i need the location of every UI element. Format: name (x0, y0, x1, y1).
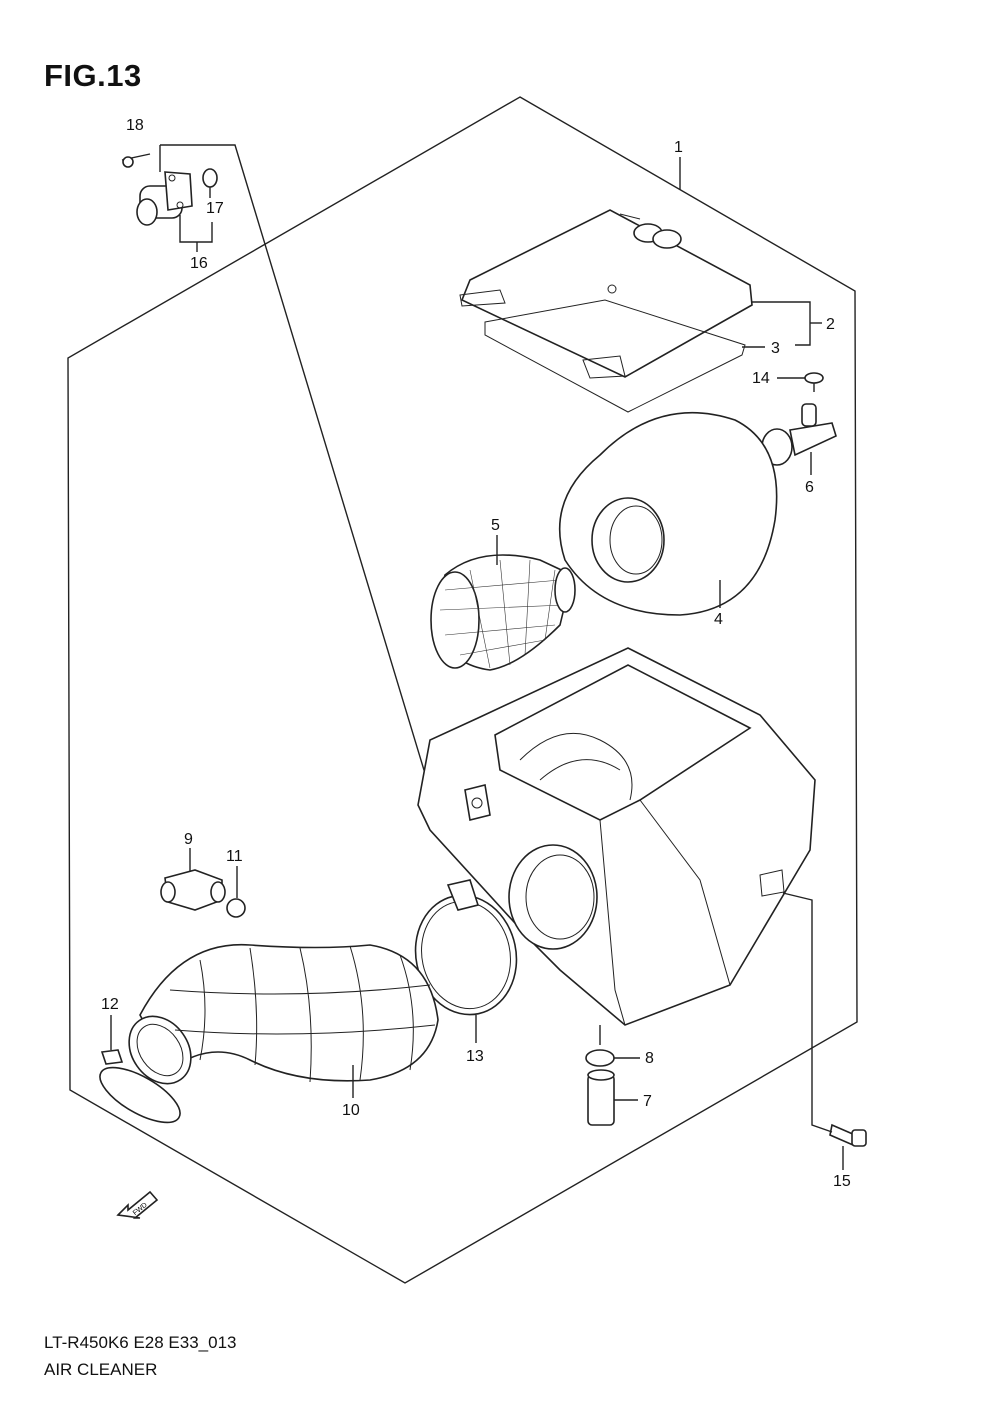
diagram-code: LT-R450K6 E28 E33_013 (44, 1333, 237, 1352)
callout-15: 15 (833, 1173, 851, 1190)
assembly-boundary (67, 96, 858, 1284)
mesh-cone-filter (430, 554, 576, 671)
intake-air-temp-sensor (121, 145, 218, 243)
fwd-arrow-icon: FWD (116, 1190, 159, 1219)
case-mounting-bolt (829, 1123, 867, 1147)
filter-element (558, 411, 778, 616)
diagram-name: AIR CLEANER (44, 1360, 158, 1379)
intake-hose (128, 943, 439, 1085)
callout-12: 12 (101, 996, 119, 1013)
callout-17: 17 (206, 200, 224, 217)
cover-gasket (484, 299, 746, 413)
callout-18: 18 (126, 117, 144, 134)
callout-11: 11 (226, 848, 243, 865)
air-cleaner-case (417, 647, 816, 1026)
cover-clip (761, 403, 837, 466)
callout-9: 9 (184, 831, 193, 848)
figure-title: FIG.13 (44, 58, 142, 93)
clamp-screw-head (100, 1049, 124, 1065)
breather-fitting (160, 869, 226, 911)
callout-8: 8 (645, 1050, 654, 1067)
callout-4: 4 (714, 611, 723, 628)
callout-10: 10 (342, 1102, 360, 1119)
callout-6: 6 (805, 479, 814, 496)
callout-14: 14 (752, 370, 770, 387)
clip-screw (804, 372, 824, 392)
callout-1: 1 (674, 139, 683, 156)
drain-plug (587, 1069, 615, 1126)
leader-lines (110, 157, 844, 1170)
callout-13: 13 (466, 1048, 484, 1065)
callout-7: 7 (643, 1093, 652, 1110)
hose-end-clamp (99, 1066, 181, 1124)
sensor-bracket-line (160, 144, 431, 791)
hose-clamp (414, 879, 518, 1016)
drain-o-ring (585, 1049, 615, 1067)
callout-16: 16 (190, 255, 208, 272)
callout-5: 5 (491, 517, 500, 534)
air-cleaner-cover (459, 209, 753, 379)
callout-3: 3 (771, 340, 780, 357)
small-clamp (226, 898, 246, 918)
callout-2: 2 (826, 316, 835, 333)
